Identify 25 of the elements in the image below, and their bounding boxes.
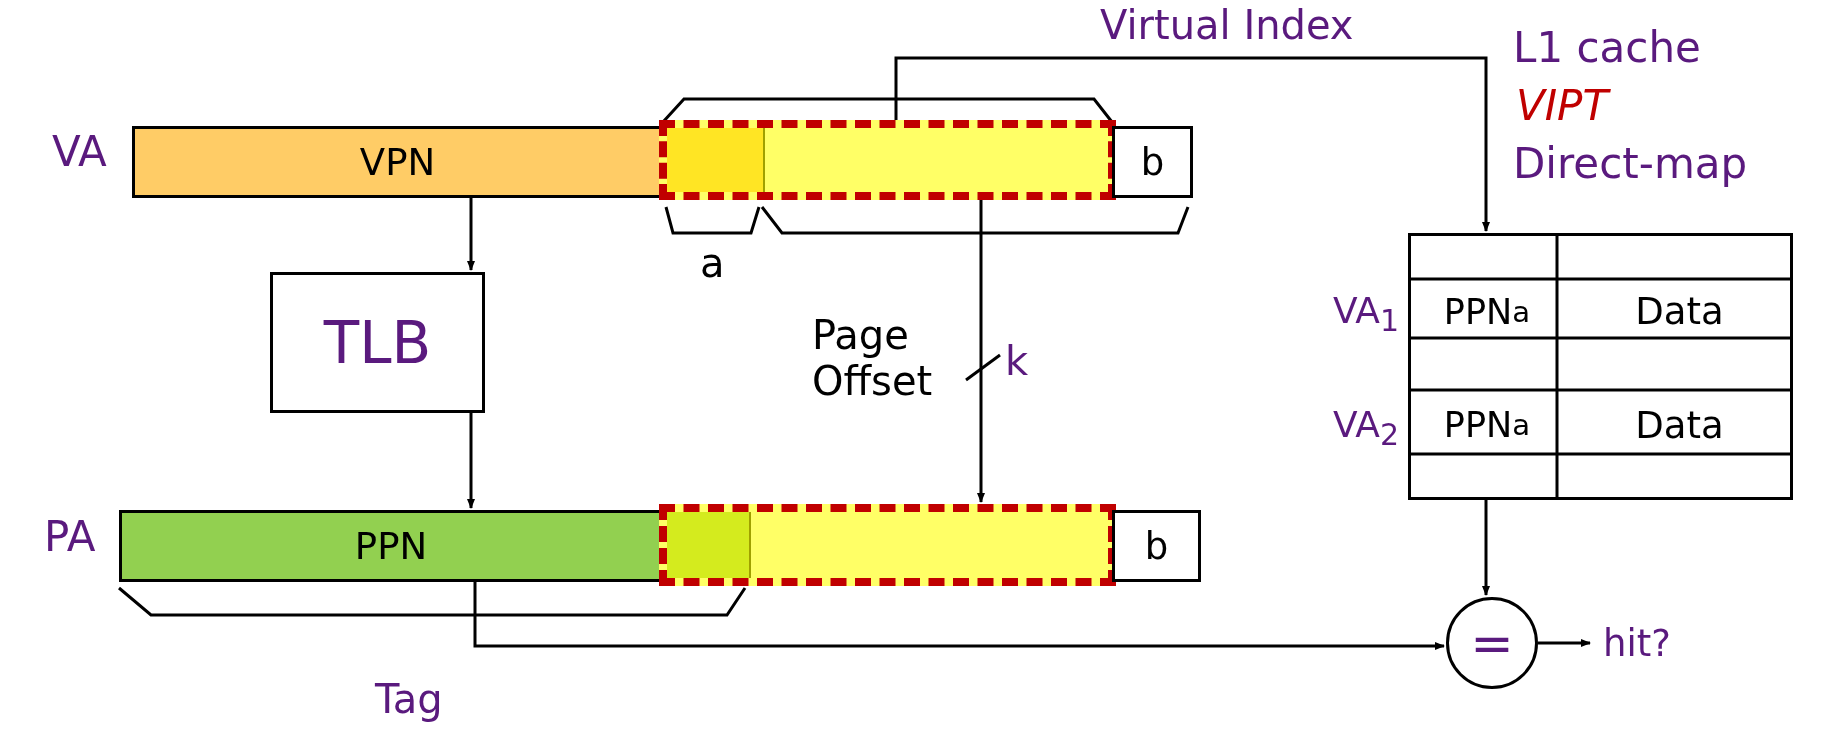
cache-heading: L1 cache [1513, 25, 1701, 72]
bit-field: b [1112, 126, 1193, 198]
arrow [1482, 500, 1490, 596]
bit-field [659, 504, 1116, 586]
bit-field: b [1112, 510, 1201, 582]
cache-mapping-text: Direct-map [1513, 141, 1748, 188]
field-label: VA$_{2}$ [1333, 404, 1400, 453]
table-cell-text: Data [1563, 282, 1796, 341]
arrow [473, 582, 1445, 650]
field-label: VA$_{1}$ [1333, 290, 1400, 339]
field-label: k [1005, 338, 1029, 384]
output-text: hit? [1592, 618, 1682, 668]
field-label: PA [44, 513, 96, 562]
arrow [1538, 639, 1591, 647]
arrow [894, 56, 1490, 232]
field-label: a [700, 240, 725, 286]
cache-type-text: VIPT [1516, 83, 1609, 130]
arrow [467, 413, 475, 509]
comparator-circle: = [1446, 597, 1538, 689]
arrow [467, 198, 475, 271]
table-cell-text: Data [1563, 393, 1796, 457]
field-label: VA [52, 128, 107, 177]
process-box: TLB [270, 272, 485, 413]
bit-field [659, 120, 1116, 200]
arrow [977, 200, 985, 503]
